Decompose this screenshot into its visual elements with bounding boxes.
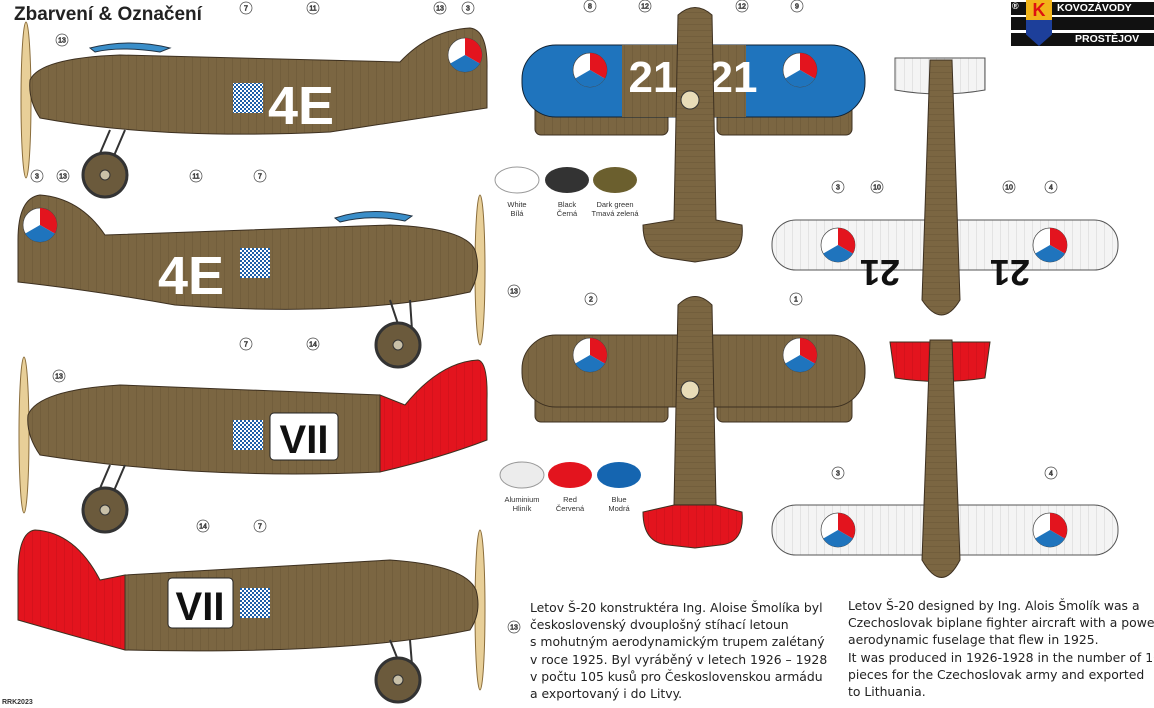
swatch-aluminium — [499, 461, 545, 489]
code-vii: VII — [176, 585, 225, 629]
svg-text:12: 12 — [641, 4, 649, 11]
svg-text:2: 2 — [589, 297, 593, 304]
swatch-dark-green — [593, 167, 637, 193]
color-swatches — [494, 166, 641, 489]
svg-text:3: 3 — [466, 6, 470, 13]
svg-text:3: 3 — [836, 185, 840, 192]
description-czech: Letov Š-20 konstruktéra Ing. Aloise Šmol… — [530, 600, 828, 702]
underside-view-2 — [771, 339, 1119, 578]
svg-text:10: 10 — [873, 185, 881, 192]
svg-text:11: 11 — [309, 6, 316, 13]
fuselage — [921, 59, 961, 316]
checker-marking — [233, 420, 263, 450]
checker-marking — [240, 588, 270, 618]
svg-text:12: 12 — [738, 4, 746, 11]
svg-text:14: 14 — [199, 524, 207, 531]
wing-number: 21 — [709, 53, 758, 102]
red-tail — [17, 529, 126, 651]
wing-number: 21 — [860, 252, 900, 293]
svg-text:9: 9 — [795, 4, 799, 11]
kovozavody-logo: ® K KOVOZÁVODY PROSTĚJOV — [1011, 0, 1154, 46]
swatch-blue — [597, 462, 641, 488]
svg-text:7: 7 — [258, 174, 262, 181]
svg-text:7: 7 — [244, 6, 248, 13]
red-tail — [642, 504, 743, 549]
svg-text:10: 10 — [1005, 185, 1013, 192]
red-tail — [379, 359, 488, 473]
svg-text:13: 13 — [59, 174, 67, 181]
svg-text:8: 8 — [588, 4, 592, 11]
top-view-1: 21 21 — [521, 7, 866, 263]
top-view-2 — [521, 296, 866, 549]
wheel — [374, 656, 422, 704]
wheel — [81, 151, 129, 199]
wheel — [374, 321, 422, 369]
svg-text:3: 3 — [35, 174, 39, 181]
code-4e: 4E — [268, 76, 334, 136]
fuselage — [673, 296, 717, 506]
side-profile-4: VII — [17, 529, 486, 704]
side-profile-1: 4E — [20, 21, 488, 199]
code-4e: 4E — [158, 246, 224, 306]
side-profile-3: VII — [18, 356, 488, 534]
checker-marking — [240, 248, 270, 278]
svg-text:1: 1 — [794, 297, 798, 304]
svg-text:13: 13 — [510, 289, 518, 296]
propeller — [20, 21, 32, 179]
roundel — [22, 207, 58, 243]
checker-marking — [233, 83, 263, 113]
side-profile-2: 4E — [17, 194, 486, 369]
svg-text:13: 13 — [510, 625, 518, 632]
svg-text:11: 11 — [192, 174, 199, 181]
svg-text:14: 14 — [309, 342, 317, 349]
svg-text:13: 13 — [58, 38, 66, 45]
page-title: Zbarvení & Označení — [14, 4, 202, 25]
roundel — [447, 37, 483, 73]
description-english: Letov Š-20 designed by Ing. Alois Šmolík… — [848, 598, 1154, 700]
callout-numbers: 7 11 13 3 13 3 13 11 7 13 7 14 13 14 7 1… — [30, 0, 1058, 634]
fuselage — [642, 7, 743, 263]
wing-number: 21 — [629, 53, 678, 102]
code-vii: VII — [280, 418, 329, 462]
swatch-white — [494, 166, 540, 194]
svg-text:13: 13 — [55, 374, 63, 381]
swatch-black — [545, 167, 589, 193]
svg-text:4: 4 — [1049, 185, 1053, 192]
credit-text: RRK2023 — [2, 699, 33, 706]
svg-text:4: 4 — [1049, 471, 1053, 478]
svg-text:3: 3 — [836, 471, 840, 478]
wing-number: 21 — [990, 252, 1030, 293]
propeller — [18, 356, 30, 514]
svg-text:13: 13 — [436, 6, 444, 13]
svg-text:7: 7 — [244, 342, 248, 349]
fuselage — [29, 27, 488, 135]
svg-text:7: 7 — [258, 524, 262, 531]
wheel — [81, 486, 129, 534]
underside-view-1: 21 21 — [771, 57, 1119, 316]
swatch-red — [548, 462, 592, 488]
fuselage — [921, 339, 961, 578]
